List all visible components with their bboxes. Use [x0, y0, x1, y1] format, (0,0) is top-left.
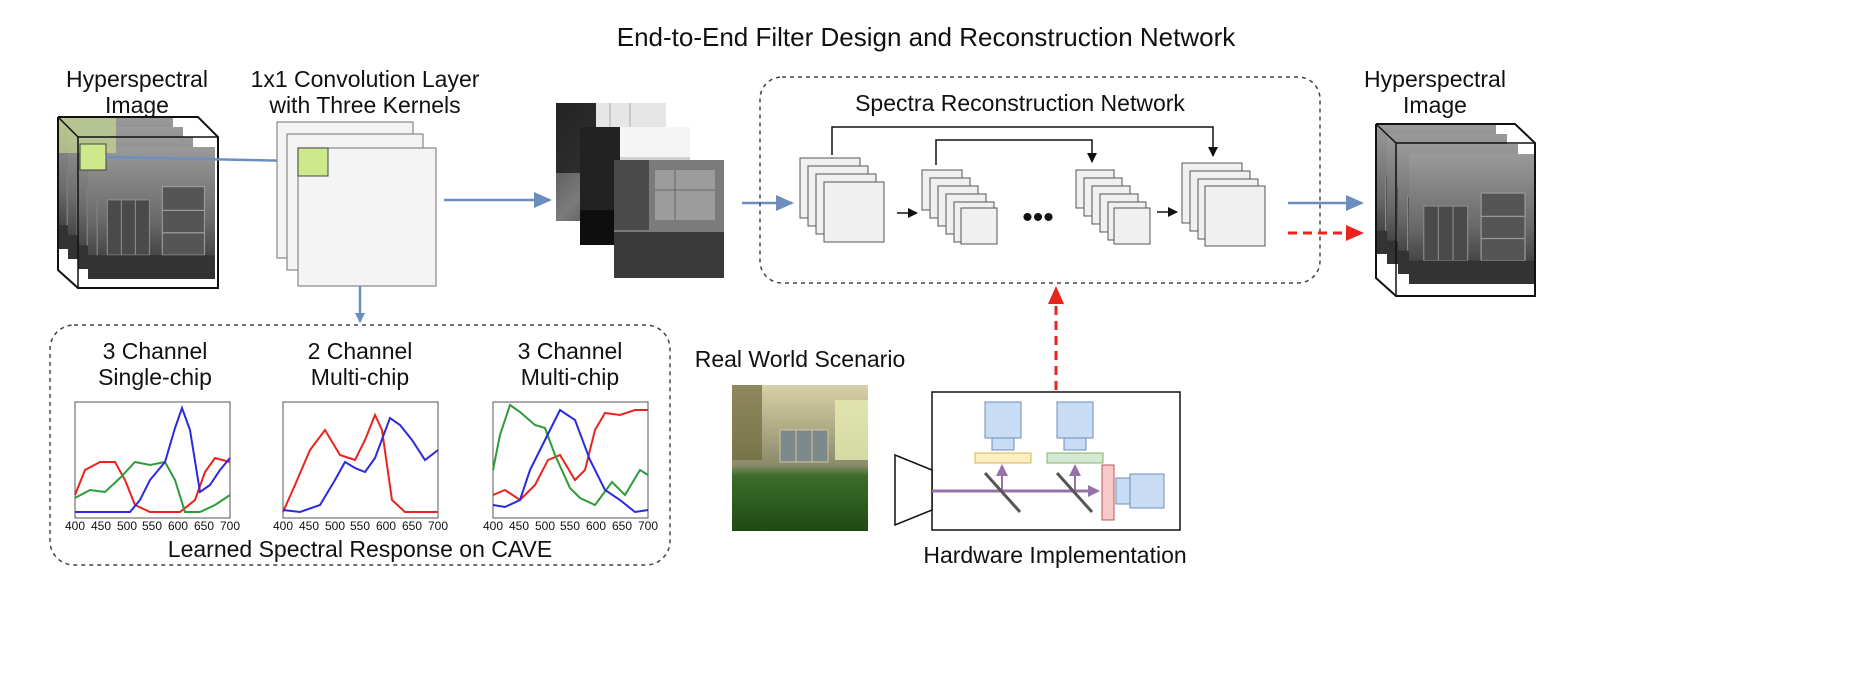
conv-kernel-stack [276, 121, 437, 287]
p2-tick-1: 450 [299, 519, 319, 533]
p2-tick-4: 600 [376, 519, 396, 533]
p2-tick-5: 650 [402, 519, 422, 533]
input-patch-highlight [79, 143, 107, 171]
plot3-title-2: Multi-chip [520, 364, 620, 390]
plot3-title-1: 3 Channel [517, 338, 623, 364]
output-hsi-label-1: Hyperspectral [1364, 66, 1506, 92]
filtered-channel-images [556, 103, 724, 278]
plot2-title-2: Multi-chip [310, 364, 410, 390]
p2-tick-6: 700 [428, 519, 448, 533]
p1-tick-6: 700 [220, 519, 240, 533]
plot-single-chip-3ch [74, 401, 231, 519]
conv-label-1: 1x1 Convolution Layer [250, 66, 480, 92]
kernel-patch-highlight [297, 147, 329, 177]
responses-caption: Learned Spectral Response on CAVE [167, 536, 553, 562]
p3-tick-2: 500 [535, 519, 555, 533]
plot-multi-chip-2ch [282, 401, 439, 519]
p3-tick-0: 400 [483, 519, 503, 533]
plot2-title-1: 2 Channel [307, 338, 413, 364]
p1-tick-1: 450 [91, 519, 111, 533]
p1-tick-3: 550 [142, 519, 162, 533]
output-hyperspectral-cube [1375, 123, 1537, 297]
input-hyperspectral-cube [57, 116, 219, 289]
plot1-title-1: 3 Channel [102, 338, 208, 364]
diagram-title: End-to-End Filter Design and Reconstruct… [616, 22, 1236, 52]
p3-tick-4: 600 [586, 519, 606, 533]
recon-ellipsis: ••• [1022, 201, 1054, 234]
output-hsi-label-2: Image [1403, 92, 1467, 118]
plot-multi-chip-3ch [492, 401, 649, 519]
input-hsi-label-2: Image [105, 92, 169, 118]
p3-tick-5: 650 [612, 519, 632, 533]
p2-tick-2: 500 [325, 519, 345, 533]
responses-box [49, 324, 671, 566]
p2-tick-0: 400 [273, 519, 293, 533]
input-hsi-label-1: Hyperspectral [66, 66, 208, 92]
plot1-title-2: Single-chip [98, 364, 212, 390]
patch-to-kernel-arrow [105, 155, 297, 166]
p3-tick-6: 700 [638, 519, 658, 533]
conv-label-2: with Three Kernels [269, 92, 461, 118]
recon-feature-maps [799, 157, 1266, 247]
skip-connection-long [831, 126, 1218, 157]
p3-tick-1: 450 [509, 519, 529, 533]
x-ticks: 400 450 500 550 600 650 700 400 450 500 … [65, 519, 658, 533]
p1-tick-5: 650 [194, 519, 214, 533]
p1-tick-4: 600 [168, 519, 188, 533]
hardware-diagram [894, 391, 1181, 531]
real-world-label: Real World Scenario [694, 346, 906, 372]
skip-connection-short [935, 139, 1097, 165]
real-world-scene-photo [732, 385, 868, 531]
p1-tick-0: 400 [65, 519, 85, 533]
hardware-label: Hardware Implementation [923, 542, 1187, 568]
p3-tick-3: 550 [560, 519, 580, 533]
recon-network-box [759, 76, 1321, 284]
recon-network-label: Spectra Reconstruction Network [855, 90, 1185, 116]
p2-tick-3: 550 [350, 519, 370, 533]
p1-tick-2: 500 [117, 519, 137, 533]
